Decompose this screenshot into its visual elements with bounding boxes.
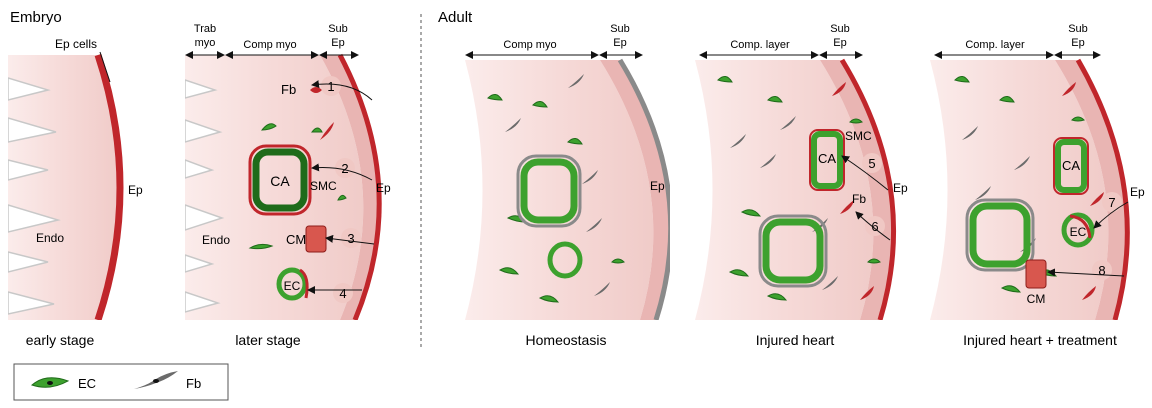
header-sub-ep-2: Ep <box>331 37 344 49</box>
ep-label: Ep <box>376 181 391 195</box>
panel-early-stage <box>8 55 120 320</box>
ep-label: Ep <box>893 181 908 195</box>
header-comp-layer: Comp. layer <box>730 39 790 51</box>
cm-label: CM <box>1027 292 1046 306</box>
header-comp-myo: Comp myo <box>243 39 296 51</box>
step-badge-7: 7 <box>1102 192 1122 212</box>
section-adult: Adult <box>438 9 473 26</box>
svg-text:5: 5 <box>868 156 875 171</box>
header-sub-ep-1: Sub <box>830 23 850 35</box>
cardiomyocyte <box>306 226 326 252</box>
svg-text:4: 4 <box>339 286 346 301</box>
ca-label: CA <box>1062 158 1080 173</box>
header-sub-ep-1: Sub <box>610 23 630 35</box>
section-embryo: Embryo <box>10 9 62 26</box>
legend: EC Fb <box>14 364 228 400</box>
ca-label: CA <box>270 173 290 189</box>
svg-text:3: 3 <box>347 231 354 246</box>
ep-label: Ep <box>650 179 665 193</box>
fb-label: Fb <box>852 192 866 206</box>
endo-label: Endo <box>202 233 230 247</box>
caption-injured-treatment: Injured heart + treatment <box>963 332 1117 348</box>
legend-ec-label: EC <box>78 376 96 391</box>
step-badge-5: 5 <box>862 153 882 173</box>
panel-injured-heart <box>695 60 894 320</box>
header-comp-myo: Comp myo <box>503 39 556 51</box>
panel-homeostasis <box>465 60 671 320</box>
caption-later-stage: later stage <box>235 332 301 348</box>
fb-label: Fb <box>281 82 296 97</box>
header-sub-ep-2: Ep <box>1071 37 1084 49</box>
panel-injured-treatment <box>930 60 1127 320</box>
step-badge-2: 2 <box>335 158 355 178</box>
legend-fb-label: Fb <box>186 376 201 391</box>
ep-label: Ep <box>128 183 143 197</box>
smc-label: SMC <box>310 179 337 193</box>
ep-label: Ep <box>1130 185 1145 199</box>
header-sub-ep-1: Sub <box>328 23 348 35</box>
header-sub-ep-1: Sub <box>1068 23 1088 35</box>
step-badge-3: 3 <box>341 228 361 248</box>
step-badge-8: 8 <box>1092 260 1112 280</box>
header-sub-ep-2: Ep <box>833 37 846 49</box>
caption-early-stage: early stage <box>26 332 95 348</box>
cardiomyocyte <box>1026 260 1046 288</box>
ca-label: CA <box>818 151 836 166</box>
step-badge-6: 6 <box>865 216 885 236</box>
header-comp-layer: Comp. layer <box>965 39 1025 51</box>
header-sub-ep-2: Ep <box>613 37 626 49</box>
caption-homeostasis: Homeostasis <box>526 332 607 348</box>
ec-label: EC <box>1070 225 1087 239</box>
svg-text:2: 2 <box>341 161 348 176</box>
svg-text:1: 1 <box>327 79 334 94</box>
smc-label: SMC <box>845 129 872 143</box>
ec-label: EC <box>284 279 301 293</box>
svg-text:7: 7 <box>1108 195 1115 210</box>
header-trab-myo-text: Trab <box>194 23 216 35</box>
caption-injured-heart: Injured heart <box>756 332 835 348</box>
ep-cells-label: Ep cells <box>55 37 97 51</box>
svg-text:8: 8 <box>1098 263 1105 278</box>
step-badge-1: 1 <box>321 76 341 96</box>
cm-label: CM <box>286 232 306 247</box>
header-trab-myo-text2: myo <box>195 37 216 49</box>
endo-label: Endo <box>36 231 64 245</box>
step-badge-4: 4 <box>333 283 353 303</box>
